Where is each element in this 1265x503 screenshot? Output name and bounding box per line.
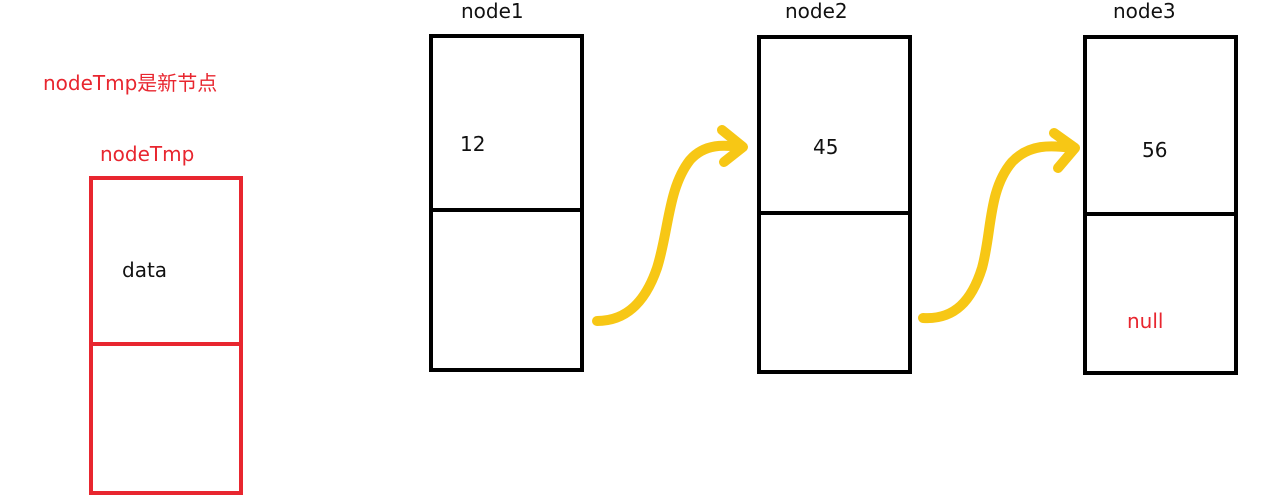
node1-divider (433, 208, 580, 212)
node2-box: 45 (757, 35, 912, 374)
node3-next-null: null (1127, 309, 1164, 333)
new-node-divider (93, 342, 239, 346)
node3-divider (1087, 212, 1234, 216)
new-node-caption: nodeTmp是新节点 (43, 71, 218, 95)
node2-to-node3-arrowhead (1049, 128, 1080, 173)
node1-title: node1 (461, 0, 524, 23)
node1-to-node2-arrowhead (717, 125, 748, 167)
node2-divider (761, 211, 908, 215)
node1-to-node2-arrow (592, 140, 746, 326)
node3-data-value: 56 (1142, 138, 1168, 162)
node2-title: node2 (785, 0, 848, 23)
new-node-data-field: data (122, 258, 168, 282)
node1-data-value: 12 (460, 132, 486, 156)
new-node-box: data (89, 176, 243, 495)
node2-data-value: 45 (813, 135, 839, 159)
new-node-title: nodeTmp (100, 142, 195, 166)
node3-box: 56 null (1083, 35, 1238, 375)
node2-to-node3-arrow (918, 141, 1077, 324)
node1-box: 12 (429, 34, 584, 372)
node3-title: node3 (1113, 0, 1176, 23)
